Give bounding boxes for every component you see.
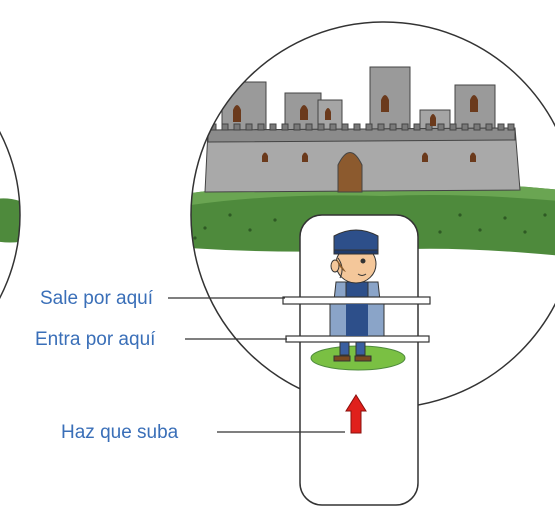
exit-label: Sale por aquí [40,288,154,309]
up-arrow-icon [345,394,367,434]
left-scene-circle [0,131,21,299]
exit-line [282,296,431,305]
entry-line [285,335,430,343]
castle [204,66,521,193]
castle-gate [337,152,363,193]
move-up-label: Haz que suba [61,422,179,443]
enter-label: Entra por aquí [35,329,156,350]
